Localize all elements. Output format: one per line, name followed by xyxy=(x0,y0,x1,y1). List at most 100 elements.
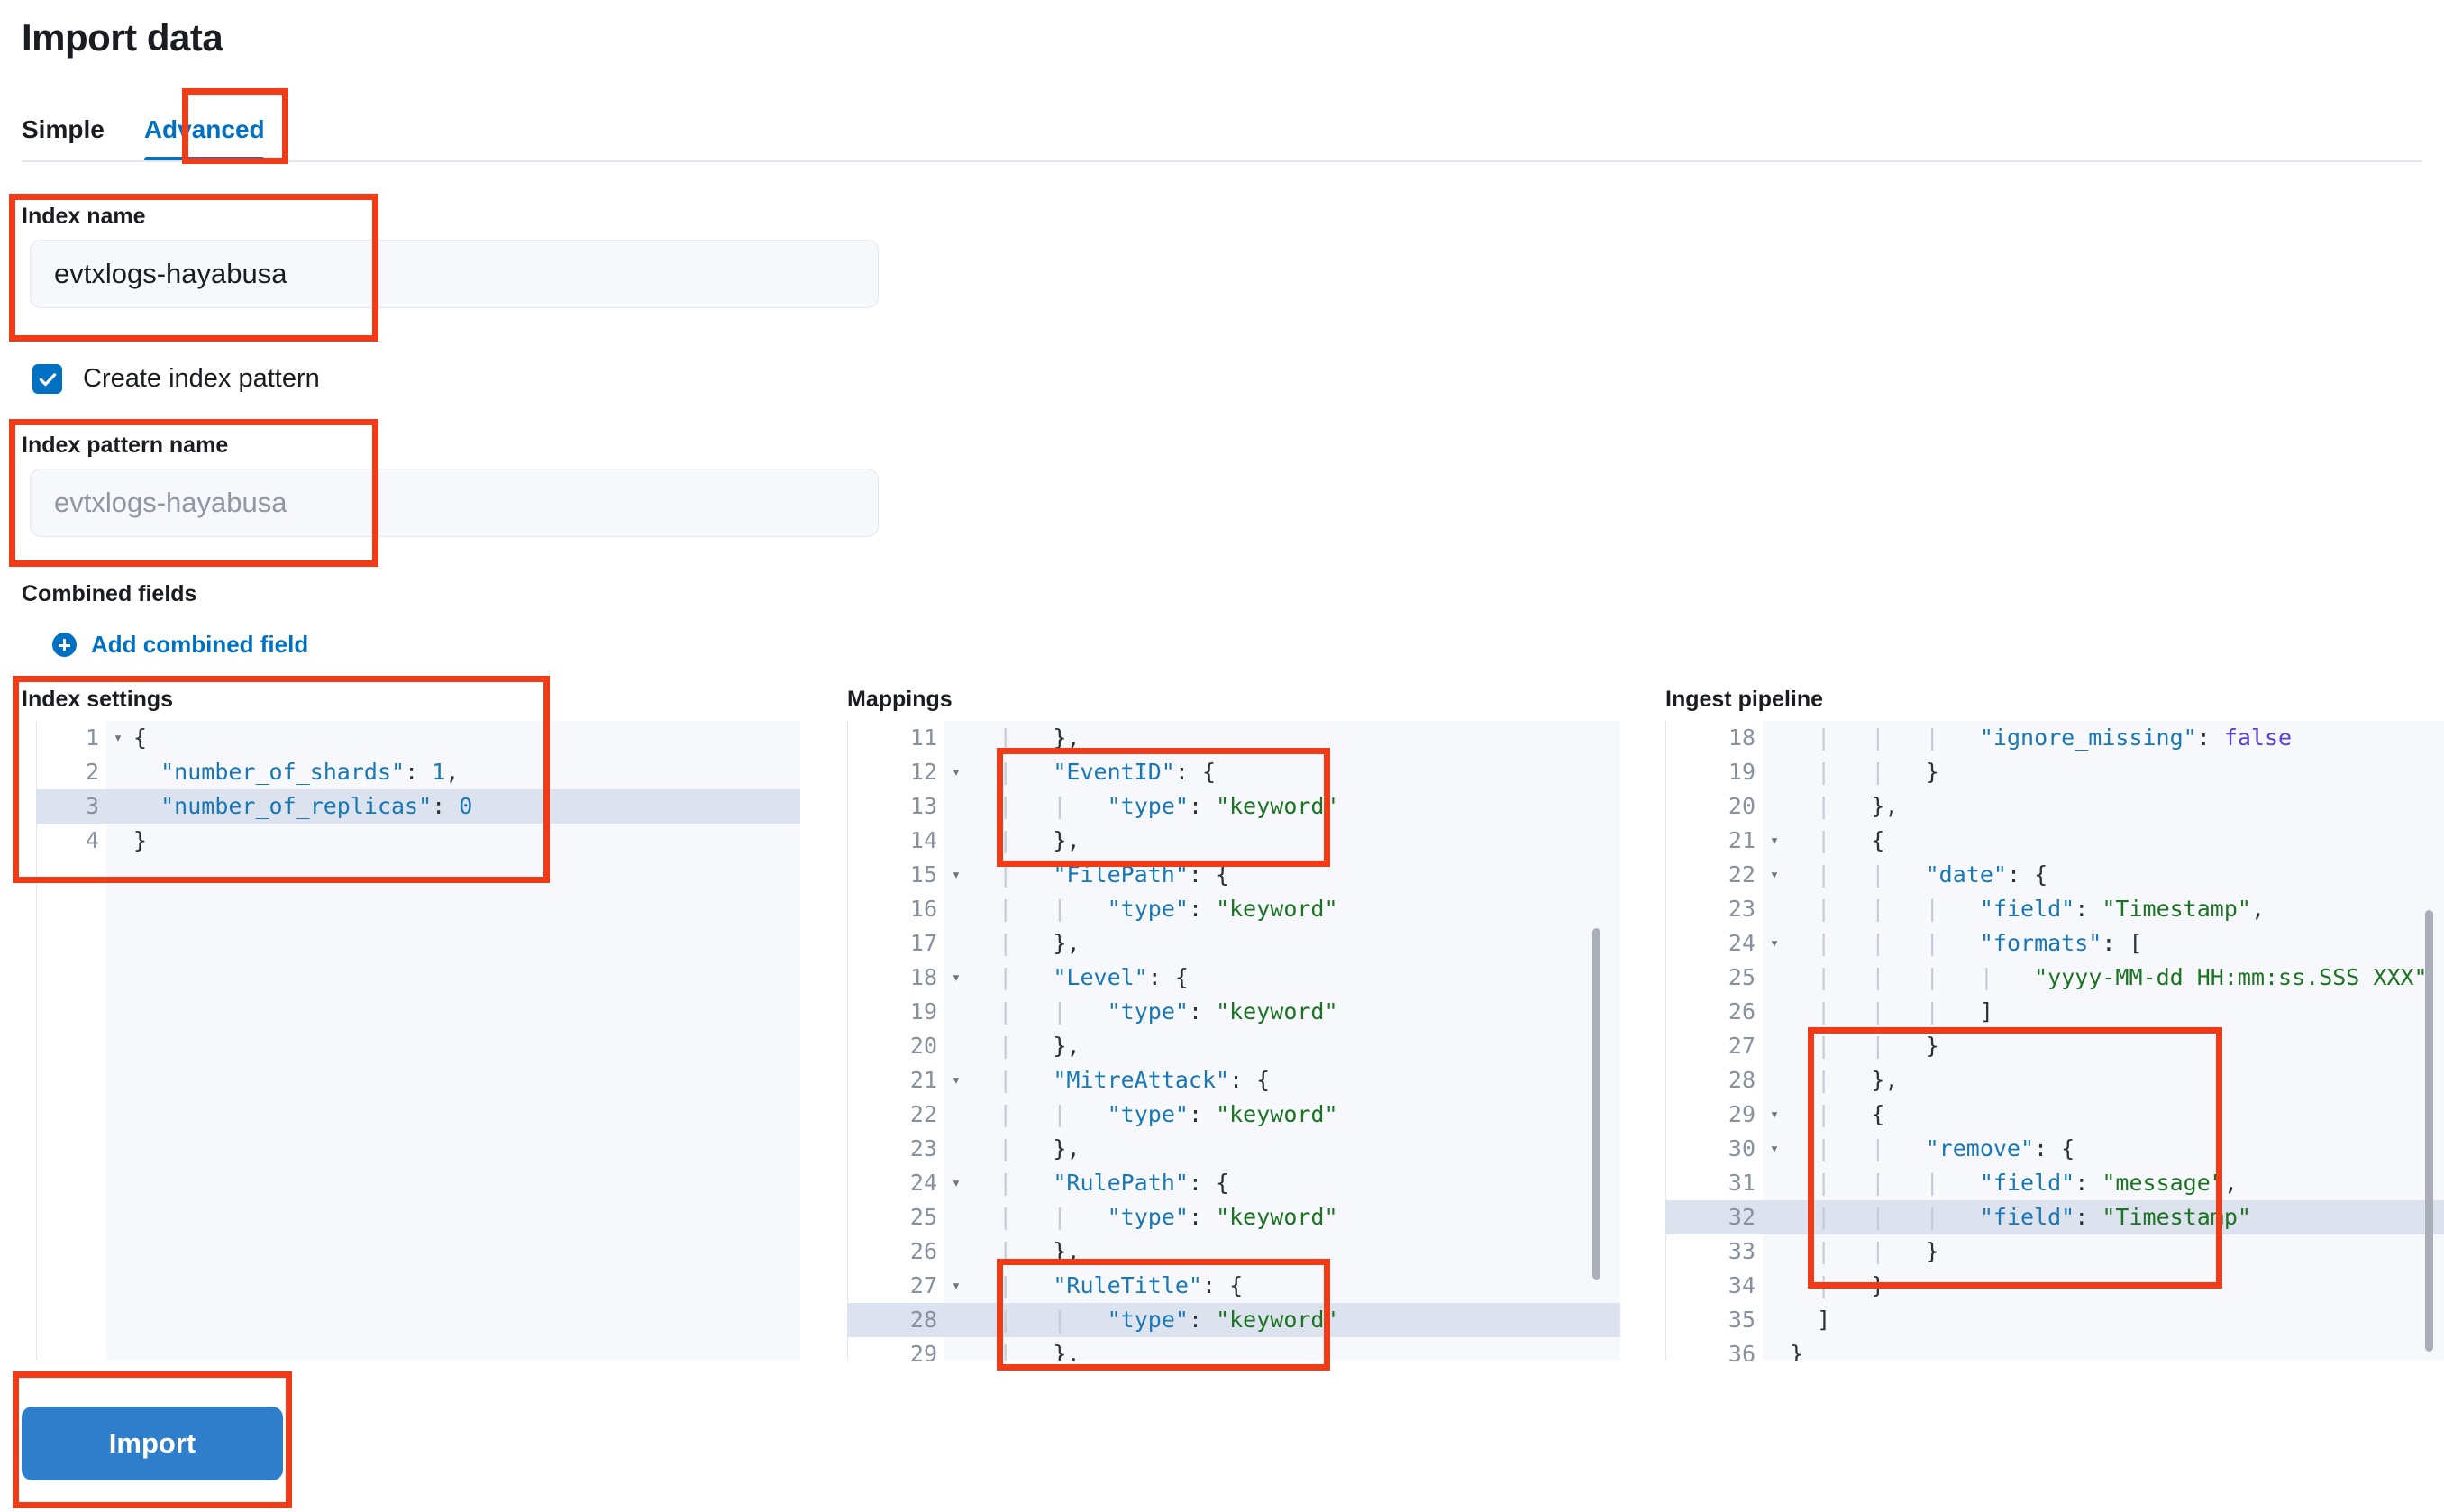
fold-arrow-icon[interactable]: ▾ xyxy=(951,763,962,781)
code-text: | "EventID": { xyxy=(999,759,1217,785)
mappings-scrollbar[interactable] xyxy=(1592,928,1600,1280)
fold-arrow-icon xyxy=(944,926,968,961)
code-line: 27 | | } xyxy=(1665,1029,2444,1063)
tab-simple[interactable]: Simple xyxy=(22,115,105,143)
code-line: 29▾ | { xyxy=(1665,1098,2444,1132)
fold-arrow-icon xyxy=(944,995,968,1029)
fold-arrow-icon xyxy=(106,789,130,824)
index-settings-editor[interactable]: 1▾{2 "number_of_shards": 1,3 "number_of_… xyxy=(36,721,800,1361)
fold-arrow-icon[interactable]: ▾ xyxy=(951,1071,962,1089)
fold-arrow-icon xyxy=(1763,721,1786,755)
tab-advanced[interactable]: Advanced xyxy=(124,117,285,162)
fold-arrow-icon xyxy=(1763,1269,1786,1303)
line-number: 3 xyxy=(85,793,99,819)
code-text: | | "date": { xyxy=(1817,861,2048,888)
fold-arrow-icon xyxy=(1763,1337,1786,1361)
code-line: 32 | | | "field": "Timestamp" xyxy=(1665,1200,2444,1234)
code-text: | }, xyxy=(1817,1067,1899,1093)
editor-left-rule xyxy=(36,721,37,1361)
line-number: 23 xyxy=(909,1135,937,1161)
plus-circle-icon xyxy=(52,633,77,657)
code-text: | "RulePath": { xyxy=(999,1170,1230,1196)
code-text: | | | "field": "Timestamp" xyxy=(1817,1204,2251,1230)
fold-arrow-icon xyxy=(944,824,968,858)
code-text: | | "type": "keyword" xyxy=(999,998,1338,1025)
create-index-pattern-row[interactable]: Create index pattern xyxy=(32,364,320,394)
code-text: | | | "ignore_missing": false xyxy=(1817,724,2293,751)
code-text: ] xyxy=(1817,1307,1831,1333)
code-text: | | | | "yyyy-MM-dd HH:mm:ss.SSS XXX" xyxy=(1817,964,2428,990)
fold-arrow-icon[interactable]: ▾ xyxy=(951,1277,962,1295)
code-text: } xyxy=(1790,1341,1804,1361)
line-number: 34 xyxy=(1728,1272,1755,1298)
code-line: 25 | | | | "yyyy-MM-dd HH:mm:ss.SSS XXX" xyxy=(1665,961,2444,995)
code-line: 17 | }, xyxy=(847,926,1620,961)
fold-arrow-icon[interactable]: ▾ xyxy=(1769,1106,1780,1124)
index-pattern-name-label: Index pattern name xyxy=(22,433,229,458)
combined-fields-label: Combined fields xyxy=(22,581,197,606)
fold-arrow-icon[interactable]: ▾ xyxy=(1769,934,1780,952)
code-line: 19 | | } xyxy=(1665,755,2444,789)
line-number: 21 xyxy=(1728,827,1755,853)
code-text: | | } xyxy=(1817,759,1939,785)
code-line: 26 | | | ] xyxy=(1665,995,2444,1029)
add-combined-field-button[interactable]: Add combined field xyxy=(52,631,308,659)
fold-arrow-icon[interactable]: ▾ xyxy=(951,1174,962,1192)
code-line: 2 "number_of_shards": 1, xyxy=(36,755,800,789)
code-line: 20 | }, xyxy=(1665,789,2444,824)
code-text: | }, xyxy=(999,724,1081,751)
fold-arrow-icon xyxy=(944,1132,968,1166)
fold-arrow-icon[interactable]: ▾ xyxy=(951,969,962,987)
line-number: 28 xyxy=(1728,1067,1755,1093)
fold-arrow-icon xyxy=(944,1337,968,1361)
fold-arrow-icon[interactable]: ▾ xyxy=(1769,866,1780,884)
index-pattern-name-input[interactable]: evtxlogs-hayabusa xyxy=(30,469,879,537)
code-line: 24▾ | | | "formats": [ xyxy=(1665,926,2444,961)
line-number: 17 xyxy=(909,930,937,956)
line-number: 29 xyxy=(909,1341,937,1361)
code-text: | }, xyxy=(999,827,1081,853)
import-button[interactable]: Import xyxy=(22,1407,283,1480)
code-line: 22▾ | | "date": { xyxy=(1665,858,2444,892)
code-line: 31 | | | "field": "message", xyxy=(1665,1166,2444,1200)
line-number: 19 xyxy=(1728,759,1755,785)
code-text: | }, xyxy=(999,1341,1081,1361)
code-text: | "MitreAttack": { xyxy=(999,1067,1271,1093)
code-text: | | } xyxy=(1817,1238,1939,1264)
index-name-input[interactable]: evtxlogs-hayabusa xyxy=(30,240,879,308)
ingest-pipeline-scrollbar[interactable] xyxy=(2425,910,2433,1352)
line-number: 13 xyxy=(909,793,937,819)
code-line: 4} xyxy=(36,824,800,858)
line-number: 27 xyxy=(1728,1033,1755,1059)
page-title: Import data xyxy=(22,16,223,59)
code-line: 13 | | "type": "keyword" xyxy=(847,789,1620,824)
code-text: | { xyxy=(1817,1101,1885,1127)
fold-arrow-icon xyxy=(944,1200,968,1234)
line-number: 4 xyxy=(85,827,99,853)
code-line: 27▾ | "RuleTitle": { xyxy=(847,1269,1620,1303)
fold-arrow-icon[interactable]: ▾ xyxy=(113,729,123,747)
code-text: | { xyxy=(1817,827,1885,853)
fold-arrow-icon[interactable]: ▾ xyxy=(951,866,962,884)
line-number: 20 xyxy=(1728,793,1755,819)
code-text: | } xyxy=(1817,1272,1885,1298)
line-number: 22 xyxy=(909,1101,937,1127)
code-line: 3 "number_of_replicas": 0 xyxy=(36,789,800,824)
code-text: | | | "field": "Timestamp", xyxy=(1817,896,2265,922)
line-number: 19 xyxy=(909,998,937,1025)
line-number: 25 xyxy=(909,1204,937,1230)
line-number: 35 xyxy=(1728,1307,1755,1333)
code-text: | | } xyxy=(1817,1033,1939,1059)
fold-arrow-icon[interactable]: ▾ xyxy=(1769,832,1780,850)
line-number: 15 xyxy=(909,861,937,888)
code-line: 36} xyxy=(1665,1337,2444,1361)
fold-arrow-icon xyxy=(1763,755,1786,789)
mappings-editor[interactable]: 11 | },12▾ | "EventID": {13 | | "type": … xyxy=(847,721,1620,1361)
line-number: 32 xyxy=(1728,1204,1755,1230)
fold-arrow-icon[interactable]: ▾ xyxy=(1769,1140,1780,1158)
create-index-pattern-checkbox[interactable] xyxy=(32,364,62,394)
fold-arrow-icon xyxy=(1763,995,1786,1029)
fold-arrow-icon xyxy=(944,1098,968,1132)
